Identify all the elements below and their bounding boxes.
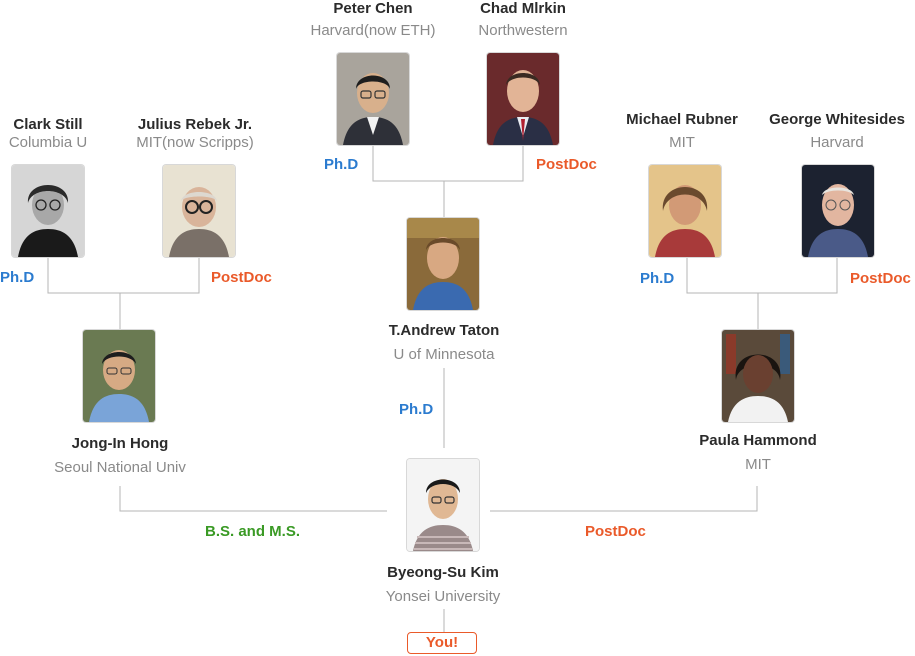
affiliation-george-whitesides: Harvard bbox=[810, 134, 864, 151]
connector-hong-kim bbox=[119, 486, 387, 512]
affiliation-michael-rubner: MIT bbox=[669, 134, 695, 151]
relation-label-postdoc-hammond: PostDoc bbox=[585, 523, 646, 540]
photo-clark-still bbox=[12, 165, 84, 257]
relation-label-bsms-hong: B.S. and M.S. bbox=[205, 523, 301, 540]
you-badge: You! bbox=[407, 632, 477, 654]
relation-label-postdoc-whitesides: PostDoc bbox=[850, 270, 911, 287]
photo-jongin-hong bbox=[83, 330, 155, 422]
name-chad-mirkin: Chad Mlrkin bbox=[480, 0, 566, 17]
relation-label-phd-chen: Ph.D bbox=[324, 156, 359, 173]
affiliation-peter-chen: Harvard(now ETH) bbox=[310, 22, 436, 39]
photo-paula-hammond bbox=[722, 330, 794, 422]
name-andrew-taton: T.Andrew Taton bbox=[388, 322, 500, 339]
affiliation-julius-rebek: MIT(now Scripps) bbox=[136, 134, 254, 151]
name-george-whitesides: George Whitesides bbox=[769, 111, 905, 128]
photo-george-whitesides bbox=[802, 165, 874, 257]
name-byeongsu-kim: Byeong-Su Kim bbox=[387, 564, 499, 581]
affiliation-jongin-hong: Seoul National Univ bbox=[54, 459, 186, 476]
photo-byeongsu-kim bbox=[407, 459, 479, 551]
relation-label-phd-still: Ph.D bbox=[0, 269, 35, 286]
photo-michael-rubner bbox=[649, 165, 721, 257]
relation-label-postdoc-mirkin: PostDoc bbox=[536, 156, 597, 173]
name-jongin-hong: Jong-In Hong bbox=[71, 435, 169, 452]
relation-label-phd-taton: Ph.D bbox=[399, 401, 434, 418]
name-paula-hammond: Paula Hammond bbox=[699, 432, 817, 449]
connector-chen-mirkin bbox=[372, 146, 524, 182]
affiliation-clark-still: Columbia U bbox=[8, 134, 88, 151]
photo-andrew-taton bbox=[407, 218, 479, 310]
connector-hammond-kim bbox=[490, 486, 758, 512]
affiliation-paula-hammond: MIT bbox=[745, 456, 771, 473]
photo-julius-rebek bbox=[163, 165, 235, 257]
relation-label-postdoc-rebek: PostDoc bbox=[211, 269, 272, 286]
name-peter-chen: Peter Chen bbox=[333, 0, 413, 17]
photo-chad-mirkin bbox=[487, 53, 559, 145]
connector-still-rebek bbox=[47, 258, 200, 294]
name-julius-rebek: Julius Rebek Jr. bbox=[137, 116, 253, 133]
name-michael-rubner: Michael Rubner bbox=[626, 111, 738, 128]
photo-peter-chen bbox=[337, 53, 409, 145]
affiliation-chad-mirkin: Northwestern bbox=[478, 22, 568, 39]
relation-label-phd-rubner: Ph.D bbox=[640, 270, 675, 287]
name-clark-still: Clark Still bbox=[13, 116, 83, 133]
connector-rubner-whitesides bbox=[686, 258, 838, 294]
affiliation-andrew-taton: U of Minnesota bbox=[393, 346, 495, 363]
affiliation-byeongsu-kim: Yonsei University bbox=[385, 588, 501, 605]
